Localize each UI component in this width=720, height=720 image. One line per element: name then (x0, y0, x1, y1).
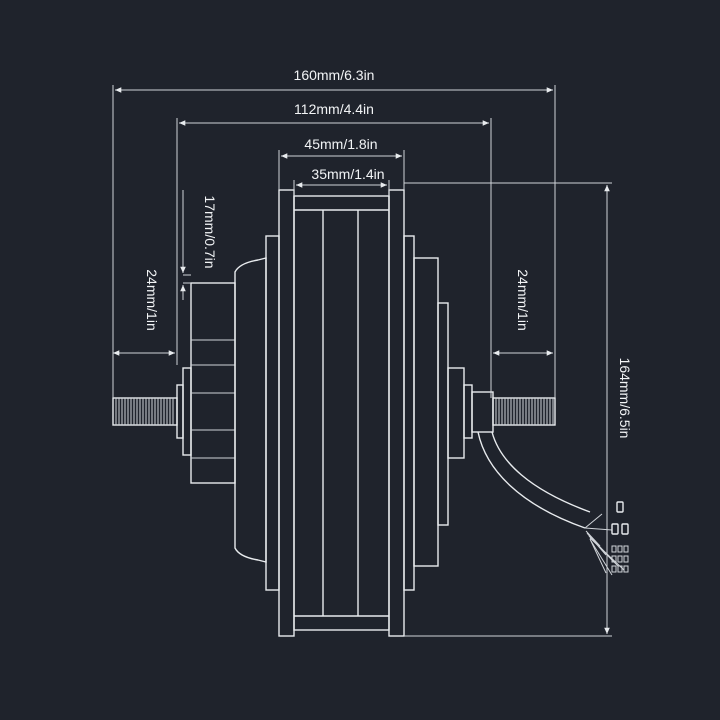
right-bearing-ring (463, 384, 473, 439)
left-axle-thread (112, 397, 178, 426)
dimension-right-axle: 24mm/1in (493, 269, 553, 356)
dimension-left-axle: 24mm/1in (113, 269, 175, 356)
left-side-cover (234, 257, 267, 563)
right-axle-label: 24mm/1in (515, 269, 531, 330)
dimension-height: 164mm/6.5in (604, 185, 633, 634)
rim-width-label: 45mm/1.8in (304, 136, 377, 152)
dimension-rim-width: 45mm/1.8in (281, 136, 402, 159)
dimension-flange-width: 112mm/4.4in (179, 101, 489, 126)
flange-width-label: 112mm/4.4in (294, 101, 374, 117)
motor-core (293, 195, 390, 631)
dimension-core-width: 35mm/1.4in (296, 166, 387, 188)
overall-width-label: 160mm/6.3in (294, 67, 375, 83)
right-flange-ring (403, 235, 415, 591)
extension-lines (112, 85, 612, 637)
left-bearing-ring (182, 367, 192, 456)
core-width-label: 35mm/1.4in (311, 166, 384, 182)
left-flange-stack (190, 282, 236, 484)
flange-step-label: 17mm/0.7in (202, 195, 218, 268)
motor-body (112, 189, 629, 637)
cable-connectors (611, 501, 629, 573)
right-axle-shoulder (471, 391, 494, 433)
height-label: 164mm/6.5in (617, 358, 633, 439)
right-hub-step (437, 302, 449, 526)
left-rim (278, 189, 295, 637)
right-axle-thread (492, 397, 556, 426)
right-side-cover (413, 257, 439, 567)
left-axle-label: 24mm/1in (144, 269, 160, 330)
left-axle-shoulder (176, 384, 184, 439)
left-flange-ring (265, 235, 280, 591)
motor-cable (477, 431, 625, 576)
right-bearing (447, 367, 465, 459)
dimension-flange-step: 17mm/0.7in (180, 190, 218, 300)
dimension-overall-width: 160mm/6.3in (115, 67, 553, 93)
right-rim (388, 189, 405, 637)
